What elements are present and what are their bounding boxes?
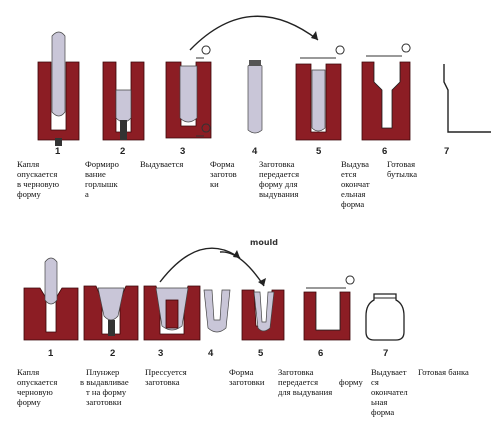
top-step-number-4: 4 (252, 146, 258, 157)
svg-text:форма: форма (371, 407, 394, 417)
bottom-caption-8: Готовая банка (418, 367, 469, 377)
bottom-caption-7: Выдувает ся окончател ьная форма (371, 367, 408, 417)
top-step-4-figure (247, 60, 263, 134)
bottom-step-number-7: 7 (383, 348, 388, 359)
bottom-step-number-1: 1 (48, 348, 54, 359)
svg-text:заготовки: заготовки (229, 377, 265, 387)
svg-text:Готовая банка: Готовая банка (418, 367, 469, 377)
bottom-step-number-5: 5 (258, 348, 264, 359)
bottom-header-fragment: mould (250, 238, 278, 247)
bottom-step-number-3: 3 (158, 348, 163, 359)
bottom-step-4-figure (203, 289, 231, 333)
svg-text:ется: ется (341, 169, 356, 179)
svg-text:заготовка: заготовка (145, 377, 180, 387)
svg-text:ельная: ельная (341, 189, 365, 199)
top-step-number-3: 3 (180, 146, 185, 157)
svg-text:форму для: форму для (259, 179, 298, 189)
bottom-step-5-figure (241, 289, 285, 341)
svg-text:окончател: окончател (371, 387, 408, 397)
svg-text:для выдувания: для выдувания (278, 387, 332, 397)
bottom-step-2-figure (83, 285, 139, 341)
svg-text:т на форму: т на форму (86, 387, 127, 397)
svg-text:горлышк: горлышк (85, 179, 118, 189)
top-caption-2: Формиро вание горлышк а (85, 159, 119, 199)
svg-text:Плунжер: Плунжер (86, 367, 119, 377)
bottom-step-1-figure (23, 257, 79, 341)
svg-text:Форма: Форма (210, 159, 235, 169)
bottom-caption-6: форму (339, 377, 363, 387)
svg-text:Заготовка: Заготовка (278, 367, 314, 377)
top-caption-1: Капля опускается в черновую форму (17, 159, 60, 199)
svg-text:Прессуется: Прессуется (145, 367, 187, 377)
svg-text:Выдува: Выдува (341, 159, 369, 169)
svg-text:Выдувается: Выдувается (140, 159, 183, 169)
bottom-step-number-2: 2 (110, 348, 115, 359)
top-step-7-figure (443, 64, 491, 133)
svg-text:вание: вание (85, 169, 106, 179)
bottom-caption-2: Плунжер в выдавливае т на форму заготовк… (80, 367, 129, 407)
top-row: 1 2 3 4 5 6 7 Капля опускается в чернову… (17, 15, 491, 209)
top-caption-6: Выдува ется окончат ельная форма (341, 159, 370, 209)
bottom-caption-5: Заготовка передается для выдувания (278, 367, 332, 397)
svg-text:ьная: ьная (371, 397, 387, 407)
bottom-row: mould (17, 238, 469, 417)
svg-text:Капля: Капля (17, 159, 39, 169)
svg-text:Выдувает: Выдувает (371, 367, 407, 377)
svg-text:передается: передается (259, 169, 299, 179)
svg-text:выдувания: выдувания (259, 189, 298, 199)
bottom-transfer-arrows (159, 247, 266, 287)
bottom-step-number-6: 6 (318, 348, 323, 359)
top-step-number-7: 7 (444, 146, 449, 157)
svg-text:ки: ки (210, 179, 219, 189)
top-step-number-2: 2 (120, 146, 125, 157)
svg-text:опускается: опускается (17, 377, 57, 387)
svg-text:форму: форму (339, 377, 363, 387)
top-step-2-figure (102, 61, 145, 141)
bottom-caption-1: Капля опускается черновую форму (17, 367, 57, 407)
svg-text:Заготовка: Заготовка (259, 159, 295, 169)
svg-text:бутылка: бутылка (387, 169, 417, 179)
top-step-6-figure (361, 43, 411, 141)
top-caption-5: Заготовка передается форму для выдувания (259, 159, 299, 199)
svg-text:Капля: Капля (17, 367, 39, 377)
svg-text:передается: передается (278, 377, 318, 387)
top-step-number-1: 1 (55, 146, 61, 157)
svg-text:заготовки: заготовки (86, 397, 122, 407)
top-step-number-5: 5 (316, 146, 322, 157)
bottom-step-3-figure (143, 285, 201, 341)
svg-text:окончат: окончат (341, 179, 370, 189)
svg-text:опускается: опускается (17, 169, 57, 179)
svg-text:форма: форма (341, 199, 364, 209)
svg-text:в черновую: в черновую (17, 179, 60, 189)
top-step-5-figure (295, 45, 345, 141)
svg-text:Готовая: Готовая (387, 159, 415, 169)
top-step-number-6: 6 (382, 146, 387, 157)
svg-text:Форма: Форма (229, 367, 254, 377)
svg-text:заготов: заготов (210, 169, 237, 179)
bottom-caption-3: Прессуется заготовка (145, 367, 187, 387)
svg-text:черновую: черновую (17, 387, 53, 397)
bottom-step-7-figure (365, 293, 405, 341)
svg-text:а: а (85, 189, 89, 199)
bottom-step-6-figure (303, 275, 355, 341)
svg-text:ся: ся (371, 377, 379, 387)
top-transfer-arrow (189, 15, 319, 51)
top-step-1-figure (37, 31, 80, 146)
top-caption-3: Выдувается (140, 159, 183, 169)
top-step-3-figure (165, 45, 212, 139)
svg-text:форму: форму (17, 189, 41, 199)
bottom-step-number-4: 4 (208, 348, 214, 359)
top-caption-4: Форма заготов ки (210, 159, 237, 189)
top-caption-7: Готовая бутылка (387, 159, 417, 179)
svg-text:Формиро: Формиро (85, 159, 119, 169)
bottom-caption-4: Форма заготовки (229, 367, 265, 387)
svg-text:в выдавливае: в выдавливае (80, 377, 129, 387)
svg-text:форму: форму (17, 397, 41, 407)
